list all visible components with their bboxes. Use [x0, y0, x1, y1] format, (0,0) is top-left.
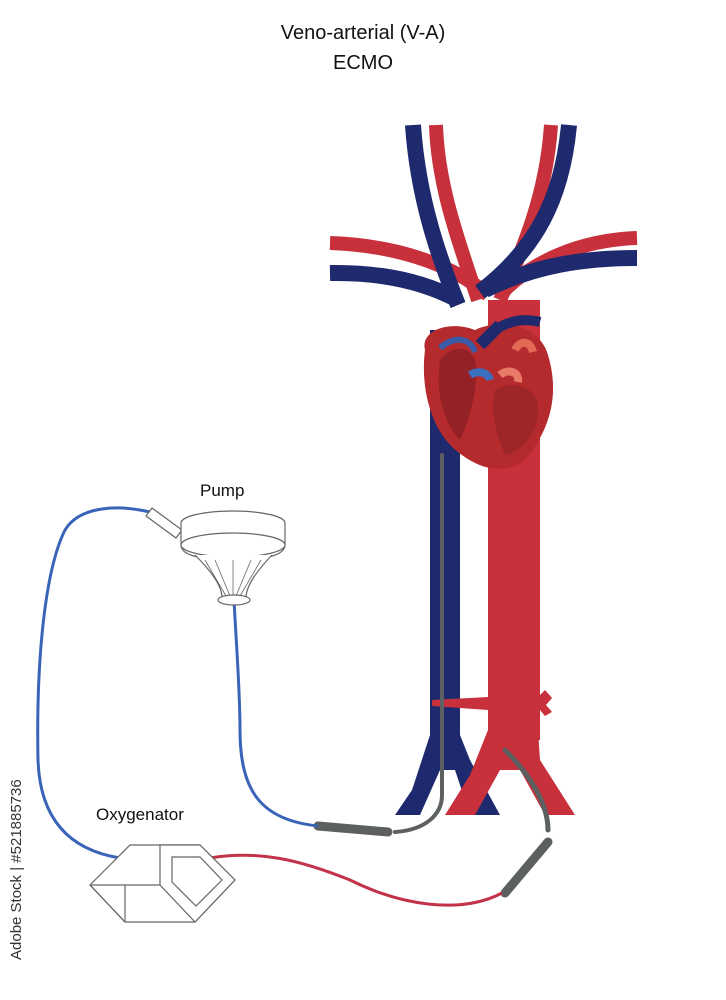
arterial-tubing: [209, 853, 503, 907]
pump-icon: [145, 507, 286, 606]
heart-icon: [423, 315, 554, 469]
oxygenator-icon: [89, 844, 236, 923]
watermark-text: Adobe Stock | #521885736: [8, 779, 25, 960]
stock-watermark: Adobe Stock | #521885736: [6, 760, 26, 960]
diagram-title-line2: ECMO: [333, 52, 393, 74]
venous-tubing: [36, 506, 319, 860]
oxygenator-label: Oxygenator: [96, 805, 184, 824]
pump-label: Pump: [200, 481, 245, 500]
arterial-return-cannula: [500, 747, 553, 898]
diagram-title-line1: Veno-arterial (V-A): [280, 22, 446, 44]
venous-drainage-cannula: [313, 453, 444, 837]
jugular-veins: [329, 124, 638, 308]
